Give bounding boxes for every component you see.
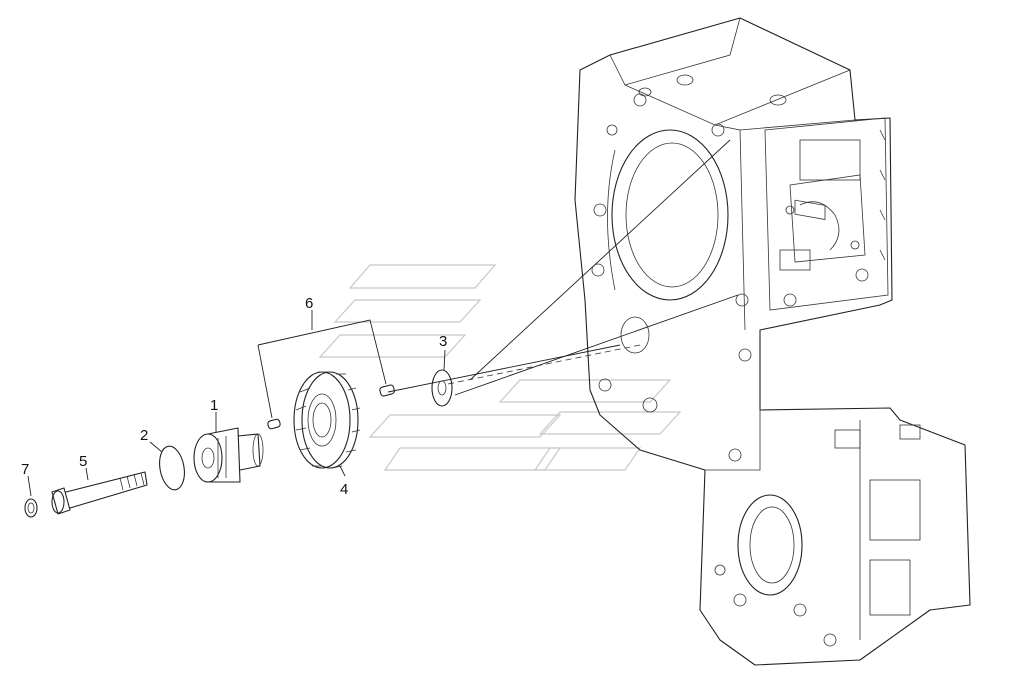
label-3: 3: [439, 333, 447, 350]
leader-lines: [27, 310, 446, 497]
part-6-pins: [267, 384, 395, 430]
part-labels: 1 2 3 4 5 6 7: [21, 295, 447, 498]
part-7-ring: [24, 498, 38, 518]
assembly-lines: [387, 139, 739, 396]
part-1-hub: [193, 427, 264, 483]
label-7: 7: [21, 461, 29, 478]
part-2-o-ring: [159, 445, 185, 491]
part-5-bolt: [51, 471, 148, 515]
part-4-gear: [293, 371, 361, 469]
label-1: 1: [210, 397, 218, 414]
label-6: 6: [305, 295, 313, 312]
transmission-housing: [574, 17, 971, 666]
watermark: [318, 264, 682, 471]
label-4: 4: [340, 481, 348, 498]
label-2: 2: [140, 427, 148, 444]
part-3-washer: [431, 369, 453, 407]
label-5: 5: [79, 453, 87, 470]
